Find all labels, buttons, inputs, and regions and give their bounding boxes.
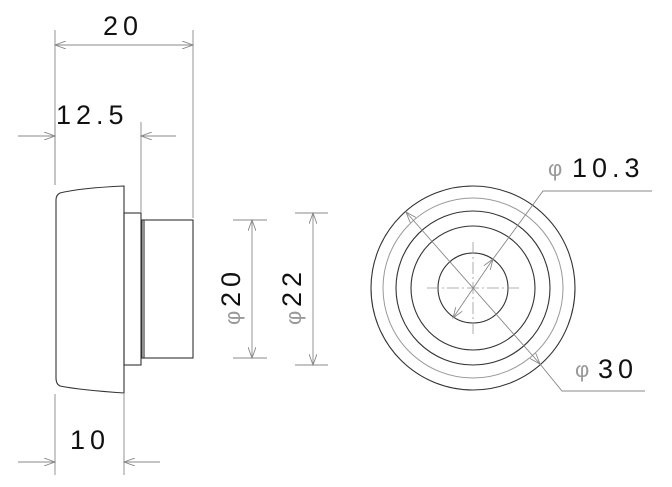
- dim-label-10: 10: [70, 425, 110, 455]
- dimension-body-length: 10: [18, 394, 160, 475]
- body-outline: [55, 185, 125, 394]
- phi-symbol: φ: [281, 311, 306, 325]
- outer-circle: [370, 185, 576, 391]
- phi-symbol: φ: [548, 156, 562, 181]
- dimension-bore-diameter: φ 10.3: [453, 153, 652, 318]
- barrel-outline: [141, 219, 194, 359]
- dim-label-phi-10-3: 10.3: [572, 153, 645, 183]
- dimension-flange-diameter: φ 22: [277, 213, 328, 365]
- phi-symbol: φ: [220, 311, 245, 325]
- side-view: [55, 185, 194, 394]
- dim-label-20: 20: [103, 11, 143, 41]
- dim-label-phi-30: 30: [598, 354, 638, 384]
- dim-label-12-5: 12.5: [56, 100, 129, 130]
- dim-label-phi-22: 22: [277, 267, 307, 307]
- flange-outline: [123, 212, 142, 366]
- dimension-outer-diameter: φ 30: [406, 212, 645, 392]
- dim-label-phi-20: 20: [216, 267, 246, 307]
- phi-symbol: φ: [575, 357, 589, 382]
- dimension-overall-length: 20: [55, 11, 193, 218]
- dimension-flange-to-end: 12.5: [18, 100, 176, 212]
- dimension-barrel-diameter: φ 20: [216, 220, 267, 358]
